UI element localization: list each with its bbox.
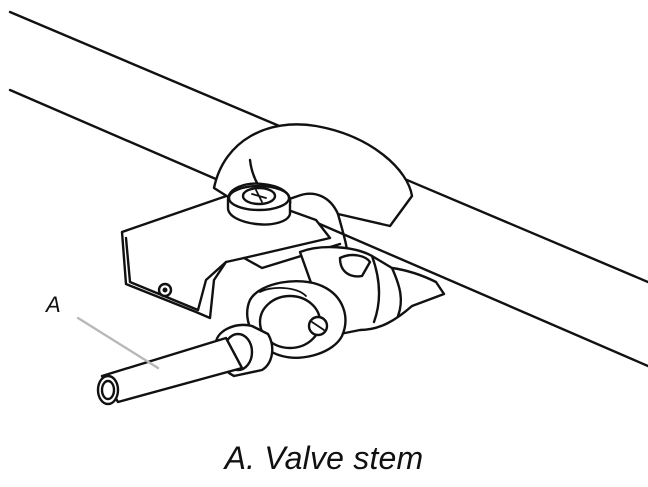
callout-label-a: A [46,292,61,317]
valve-nut [245,280,347,359]
figure-caption: A. Valve stem [224,440,424,476]
screw-icon [241,186,277,206]
valve-stem [96,336,244,406]
clamp-bolt [226,182,292,226]
callout-leader-line [76,316,160,370]
small-screw-icon [307,315,329,337]
